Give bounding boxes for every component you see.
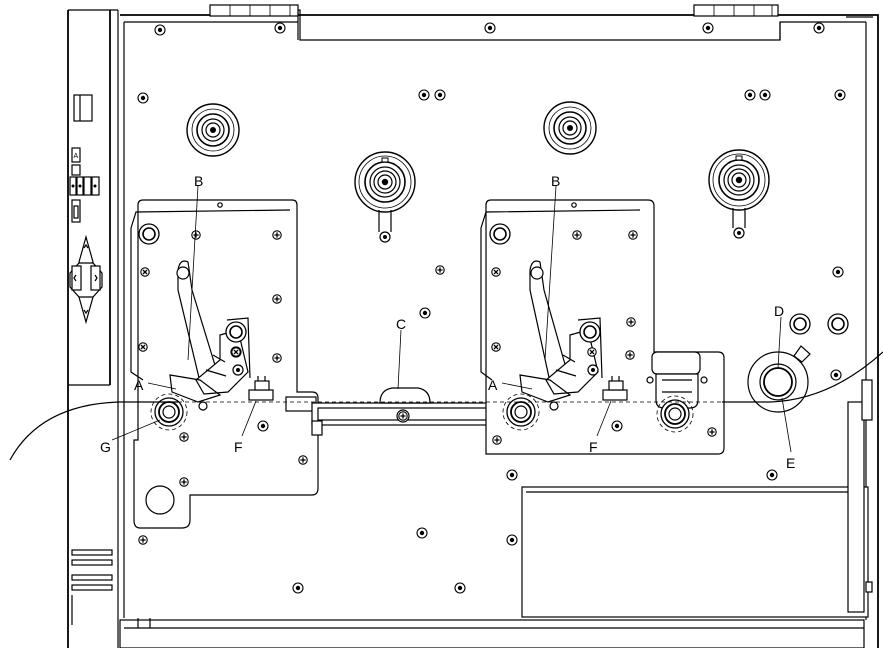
label-a-right: A xyxy=(488,377,498,393)
label-b-right: B xyxy=(551,173,560,189)
label-a-left: A xyxy=(134,377,144,393)
panel-key-row[interactable] xyxy=(69,176,100,196)
label-e: E xyxy=(786,455,795,471)
main-frame xyxy=(119,4,879,648)
label-d: D xyxy=(774,303,784,319)
label-c: C xyxy=(396,316,406,332)
panel-a-button[interactable] xyxy=(71,147,81,163)
side-control-panel: A xyxy=(67,9,119,648)
right-print-module xyxy=(480,199,725,455)
lower-right-cover xyxy=(521,486,869,618)
right-door-edge xyxy=(847,401,865,613)
ribbon-spindle-icon xyxy=(186,103,240,157)
panel-a-letter: A xyxy=(74,153,79,160)
ribbon-spindle-icon xyxy=(354,151,416,213)
label-b-left: B xyxy=(194,173,203,189)
left-print-module xyxy=(130,199,319,529)
rewind-unit xyxy=(747,313,849,413)
top-hinge-left xyxy=(209,4,299,17)
label-f-left: F xyxy=(234,439,243,455)
display-slot xyxy=(73,94,93,122)
top-hinge-right xyxy=(693,4,779,17)
ribbon-spindle-icon xyxy=(708,149,770,211)
media-path xyxy=(9,351,883,461)
ventilation-slots xyxy=(71,549,113,625)
ribbon-spindle-icon xyxy=(543,101,597,155)
bottom-rail xyxy=(119,619,865,648)
ribbon-spindles xyxy=(186,101,770,243)
label-f-right: F xyxy=(589,439,598,455)
callout-leaders xyxy=(111,185,792,453)
center-plate xyxy=(311,387,505,436)
navigation-cross-keypad[interactable] xyxy=(69,234,103,325)
label-g: G xyxy=(100,439,111,455)
